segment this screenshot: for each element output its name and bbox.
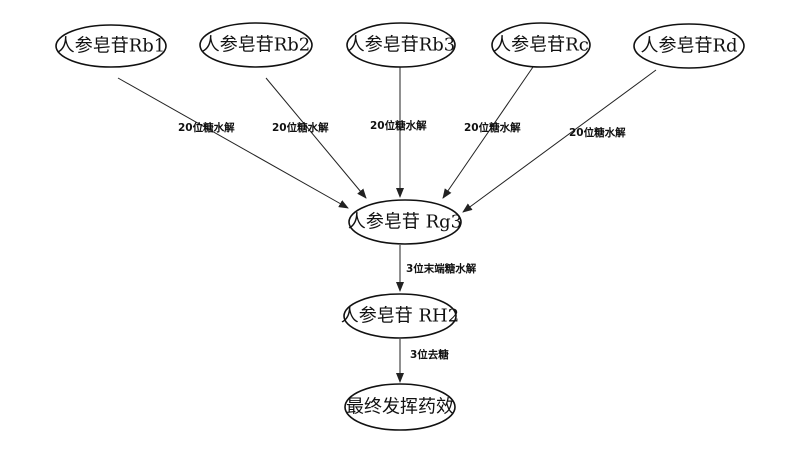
edge-rc-rg3: 20位糖水解 — [442, 66, 534, 199]
edge-label-rb1: 20位糖水解 — [178, 121, 235, 134]
edge-rb2-rg3: 20位糖水解 — [265, 77, 367, 199]
node-rc-label: 人参皂苷Rc — [493, 35, 589, 56]
edge-rh2-final: 3位去糖 — [396, 339, 449, 383]
node-rb2: 人参皂苷Rb2 — [199, 22, 313, 68]
node-rc: 人参皂苷Rc — [491, 22, 591, 68]
edge-rb1-rg3: 20位糖水解 — [117, 77, 349, 209]
node-rh2: 人参皂苷 RH2 — [341, 293, 459, 339]
node-rh2-label: 人参皂苷 RH2 — [341, 306, 459, 327]
node-final: 最终发挥药效 — [344, 383, 456, 431]
edge-label-rb2: 20位糖水解 — [272, 121, 329, 134]
node-rb1: 人参皂苷Rb1 — [55, 24, 167, 68]
edge-label-rb3: 20位糖水解 — [370, 119, 427, 132]
node-rd-label: 人参皂苷Rd — [640, 36, 737, 57]
edge-label-rg3-rh2: 3位末端糖水解 — [406, 262, 477, 275]
node-rb3: 人参皂苷Rb3 — [346, 22, 456, 68]
edge-label-rd: 20位糖水解 — [569, 126, 626, 139]
node-rb2-label: 人参皂苷Rb2 — [202, 35, 311, 56]
node-final-label: 最终发挥药效 — [346, 397, 454, 418]
edge-rb3-rg3: 20位糖水解 — [370, 67, 427, 198]
edge-label-rh2-final: 3位去糖 — [410, 348, 449, 361]
node-rb3-label: 人参皂苷Rb3 — [347, 35, 456, 56]
edge-rg3-rh2: 3位末端糖水解 — [396, 245, 477, 292]
node-rb1-label: 人参皂苷Rb1 — [57, 36, 166, 57]
node-rg3: 人参皂苷 Rg3 — [348, 199, 462, 245]
edge-rd-rg3: 20位糖水解 — [462, 69, 657, 213]
node-rg3-label: 人参皂苷 Rg3 — [348, 212, 462, 233]
node-rd: 人参皂苷Rd — [633, 23, 745, 69]
edge-label-rc: 20位糖水解 — [464, 121, 521, 134]
